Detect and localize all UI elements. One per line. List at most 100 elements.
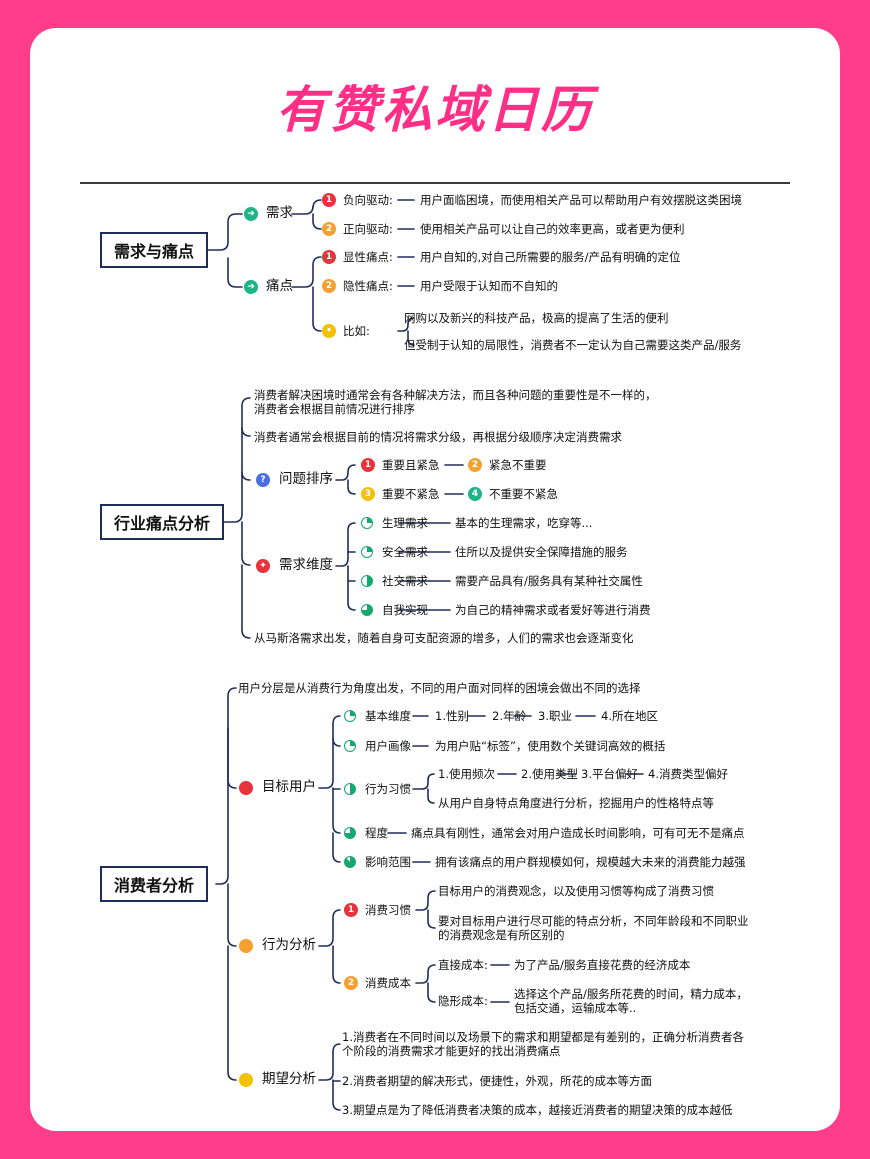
number-2-icon: 2 (344, 976, 358, 990)
expectation-text: 1.消费者在不同时间以及场景下的需求和期望都是有差别的，正确分析消费者各 (342, 1030, 744, 1044)
sort-item: 重要且紧急 (382, 458, 440, 472)
target-scope-text: 拥有该痛点的用户群规模如何，规模越大未来的消费能力越强 (435, 855, 746, 869)
node-sort: 问题排序 (279, 471, 333, 487)
question-icon: ? (256, 473, 270, 487)
need-item-text: 用户面临困境，而使用相关产品可以帮助用户有效摆脱这类困境 (420, 193, 742, 207)
pin-icon: ✦ (256, 559, 270, 573)
hidden-cost-text: 包括交通，运输成本等.. (514, 1001, 637, 1015)
target-degree-label: 程度 (365, 826, 388, 840)
number-2-icon: 2 (322, 279, 336, 293)
direct-cost-text: 为了产品/服务直接花费的经济成本 (514, 958, 691, 972)
progress-quarter-icon (344, 710, 356, 722)
habit-item: 2.使用类型 (521, 767, 578, 781)
dimension-text: 为自己的精神需求或者爱好等进行消费 (455, 603, 651, 617)
pain-item-text: 用户自知的,对自己所需要的服务/产品有明确的定位 (420, 250, 681, 264)
basic-item: 3.职业 (538, 709, 572, 723)
number-1-icon: 1 (322, 193, 336, 207)
content-card: 有赞私域日历 (30, 28, 840, 1131)
example-text: 但受制于认知的局限性，消费者不一定认为自己需要这类产品/服务 (404, 338, 742, 352)
root-node-industry-pain: 行业痛点分析 (100, 504, 225, 540)
dimension-label: 社交需求 (382, 574, 428, 588)
dimension-label: 生理需求 (382, 516, 428, 530)
target-habit-label: 行为习惯 (365, 782, 411, 796)
progress-full-icon (344, 856, 356, 868)
progress-quarter-icon (344, 740, 356, 752)
runner-icon: ➜ (244, 207, 258, 221)
target-portrait-text: 为用户贴“标签”，使用数个关键词高效的概括 (435, 739, 666, 753)
lightbulb-icon: • (322, 324, 336, 338)
progress-half-icon (344, 783, 356, 795)
target-portrait-label: 用户画像 (365, 739, 411, 753)
connector-lines (205, 199, 644, 1111)
dimension-text: 基本的生理需求，吃穿等... (455, 516, 593, 530)
basic-item: 4.所在地区 (601, 709, 658, 723)
direct-cost-label: 直接成本: (438, 958, 488, 972)
pain-item-label: 隐性痛点: (343, 279, 393, 293)
need-item-text: 使用相关产品可以让自己的效率更高，或者更为便利 (420, 222, 685, 236)
yellow-dot-icon (239, 1073, 253, 1087)
dimension-text: 需要产品具有/服务具有某种社交属性 (455, 574, 643, 588)
behavior-habit-text: 的消费观念是有所区别的 (438, 928, 565, 942)
target-degree-text: 痛点具有刚性，通常会对用户造成长时间影响，可有可无不是痛点 (411, 826, 745, 840)
behavior-habit-text: 目标用户的消费观念，以及使用习惯等构成了消费习惯 (438, 884, 714, 898)
pain-item-label: 显性痛点: (343, 250, 393, 264)
sort-item: 重要不紧急 (382, 487, 440, 501)
number-4-icon: 4 (468, 487, 482, 501)
example-label: 比如: (343, 324, 370, 338)
text-line: 消费者会根据目前情况进行排序 (254, 402, 415, 416)
number-2-icon: 2 (322, 222, 336, 236)
orange-dot-icon (239, 939, 253, 953)
node-behavior: 行为分析 (262, 937, 316, 953)
node-expectation: 期望分析 (262, 1071, 316, 1087)
divider (80, 182, 790, 184)
expectation-text: 3.期望点是为了降低消费者决策的成本，越接近消费者的期望决策的成本越低 (342, 1103, 733, 1117)
number-2-icon: 2 (468, 458, 482, 472)
sort-item: 紧急不重要 (489, 458, 547, 472)
node-dimension: 需求维度 (279, 557, 333, 573)
text-line: 用户分层是从消费行为角度出发，不同的用户面对同样的困境会做出不同的选择 (238, 681, 641, 695)
dimension-label: 安全需求 (382, 545, 428, 559)
need-item-label: 正向驱动: (343, 222, 393, 236)
text-line: 从马斯洛需求出发，随着自身可支配资源的增多，人们的需求也会逐渐变化 (254, 631, 634, 645)
node-target-user: 目标用户 (262, 779, 316, 795)
example-text: 网购以及新兴的科技产品，极高的提高了生活的便利 (404, 311, 669, 325)
progress-three-quarter-icon (361, 604, 373, 616)
pain-item-text: 用户受限于认知而不自知的 (420, 279, 558, 293)
runner-icon: ➜ (244, 280, 258, 294)
progress-quarter-icon (361, 546, 373, 558)
hidden-cost-text: 选择这个产品/服务所花费的时间，精力成本， (514, 987, 748, 1001)
number-1-icon: 1 (322, 250, 336, 264)
habit-item: 1.使用频次 (438, 767, 495, 781)
dimension-label: 自我实现 (382, 603, 428, 617)
root-node-consumer: 消费者分析 (100, 866, 209, 902)
habit-item: 3.平台偏好 (581, 767, 638, 781)
progress-half-icon (361, 575, 373, 587)
node-need: 需求 (266, 205, 293, 221)
number-3-icon: 3 (361, 487, 375, 501)
node-pain: 痛点 (266, 278, 293, 294)
page-title: 有赞私域日历 (276, 81, 594, 139)
text-line: 消费者解决困境时通常会有各种解决方法，而且各种问题的重要性是不一样的， (254, 388, 657, 402)
hidden-cost-label: 隐形成本: (438, 994, 488, 1008)
basic-item: 2.年龄 (492, 709, 526, 723)
root-node-need-pain: 需求与痛点 (100, 232, 209, 268)
expectation-text: 个阶段的消费需求才能更好的找出消费痛点 (342, 1044, 561, 1058)
dimension-text: 住所以及提供安全保障措施的服务 (455, 545, 628, 559)
progress-quarter-icon (361, 517, 373, 529)
habit-item: 4.消费类型偏好 (648, 767, 728, 781)
basic-item: 1.性别 (435, 709, 469, 723)
need-item-label: 负向驱动: (343, 193, 393, 207)
number-1-icon: 1 (344, 903, 358, 917)
red-dot-icon (239, 781, 253, 795)
sort-item: 不重要不紧急 (489, 487, 558, 501)
progress-three-quarter-icon (344, 827, 356, 839)
number-1-icon: 1 (361, 458, 375, 472)
target-basic-label: 基本维度 (365, 709, 411, 723)
behavior-habit-label: 消费习惯 (365, 903, 411, 917)
text-line: 消费者通常会根据目前的情况将需求分级，再根据分级顺序决定消费需求 (254, 430, 622, 444)
habit-text: 从用户自身特点角度进行分析，挖掘用户的性格特点等 (438, 796, 714, 810)
expectation-text: 2.消费者期望的解决形式，便捷性，外观，所花的成本等方面 (342, 1074, 652, 1088)
behavior-cost-label: 消费成本 (365, 976, 411, 990)
behavior-habit-text: 要对目标用户进行尽可能的特点分析，不同年龄段和不同职业 (438, 914, 749, 928)
target-scope-label: 影响范围 (365, 855, 411, 869)
